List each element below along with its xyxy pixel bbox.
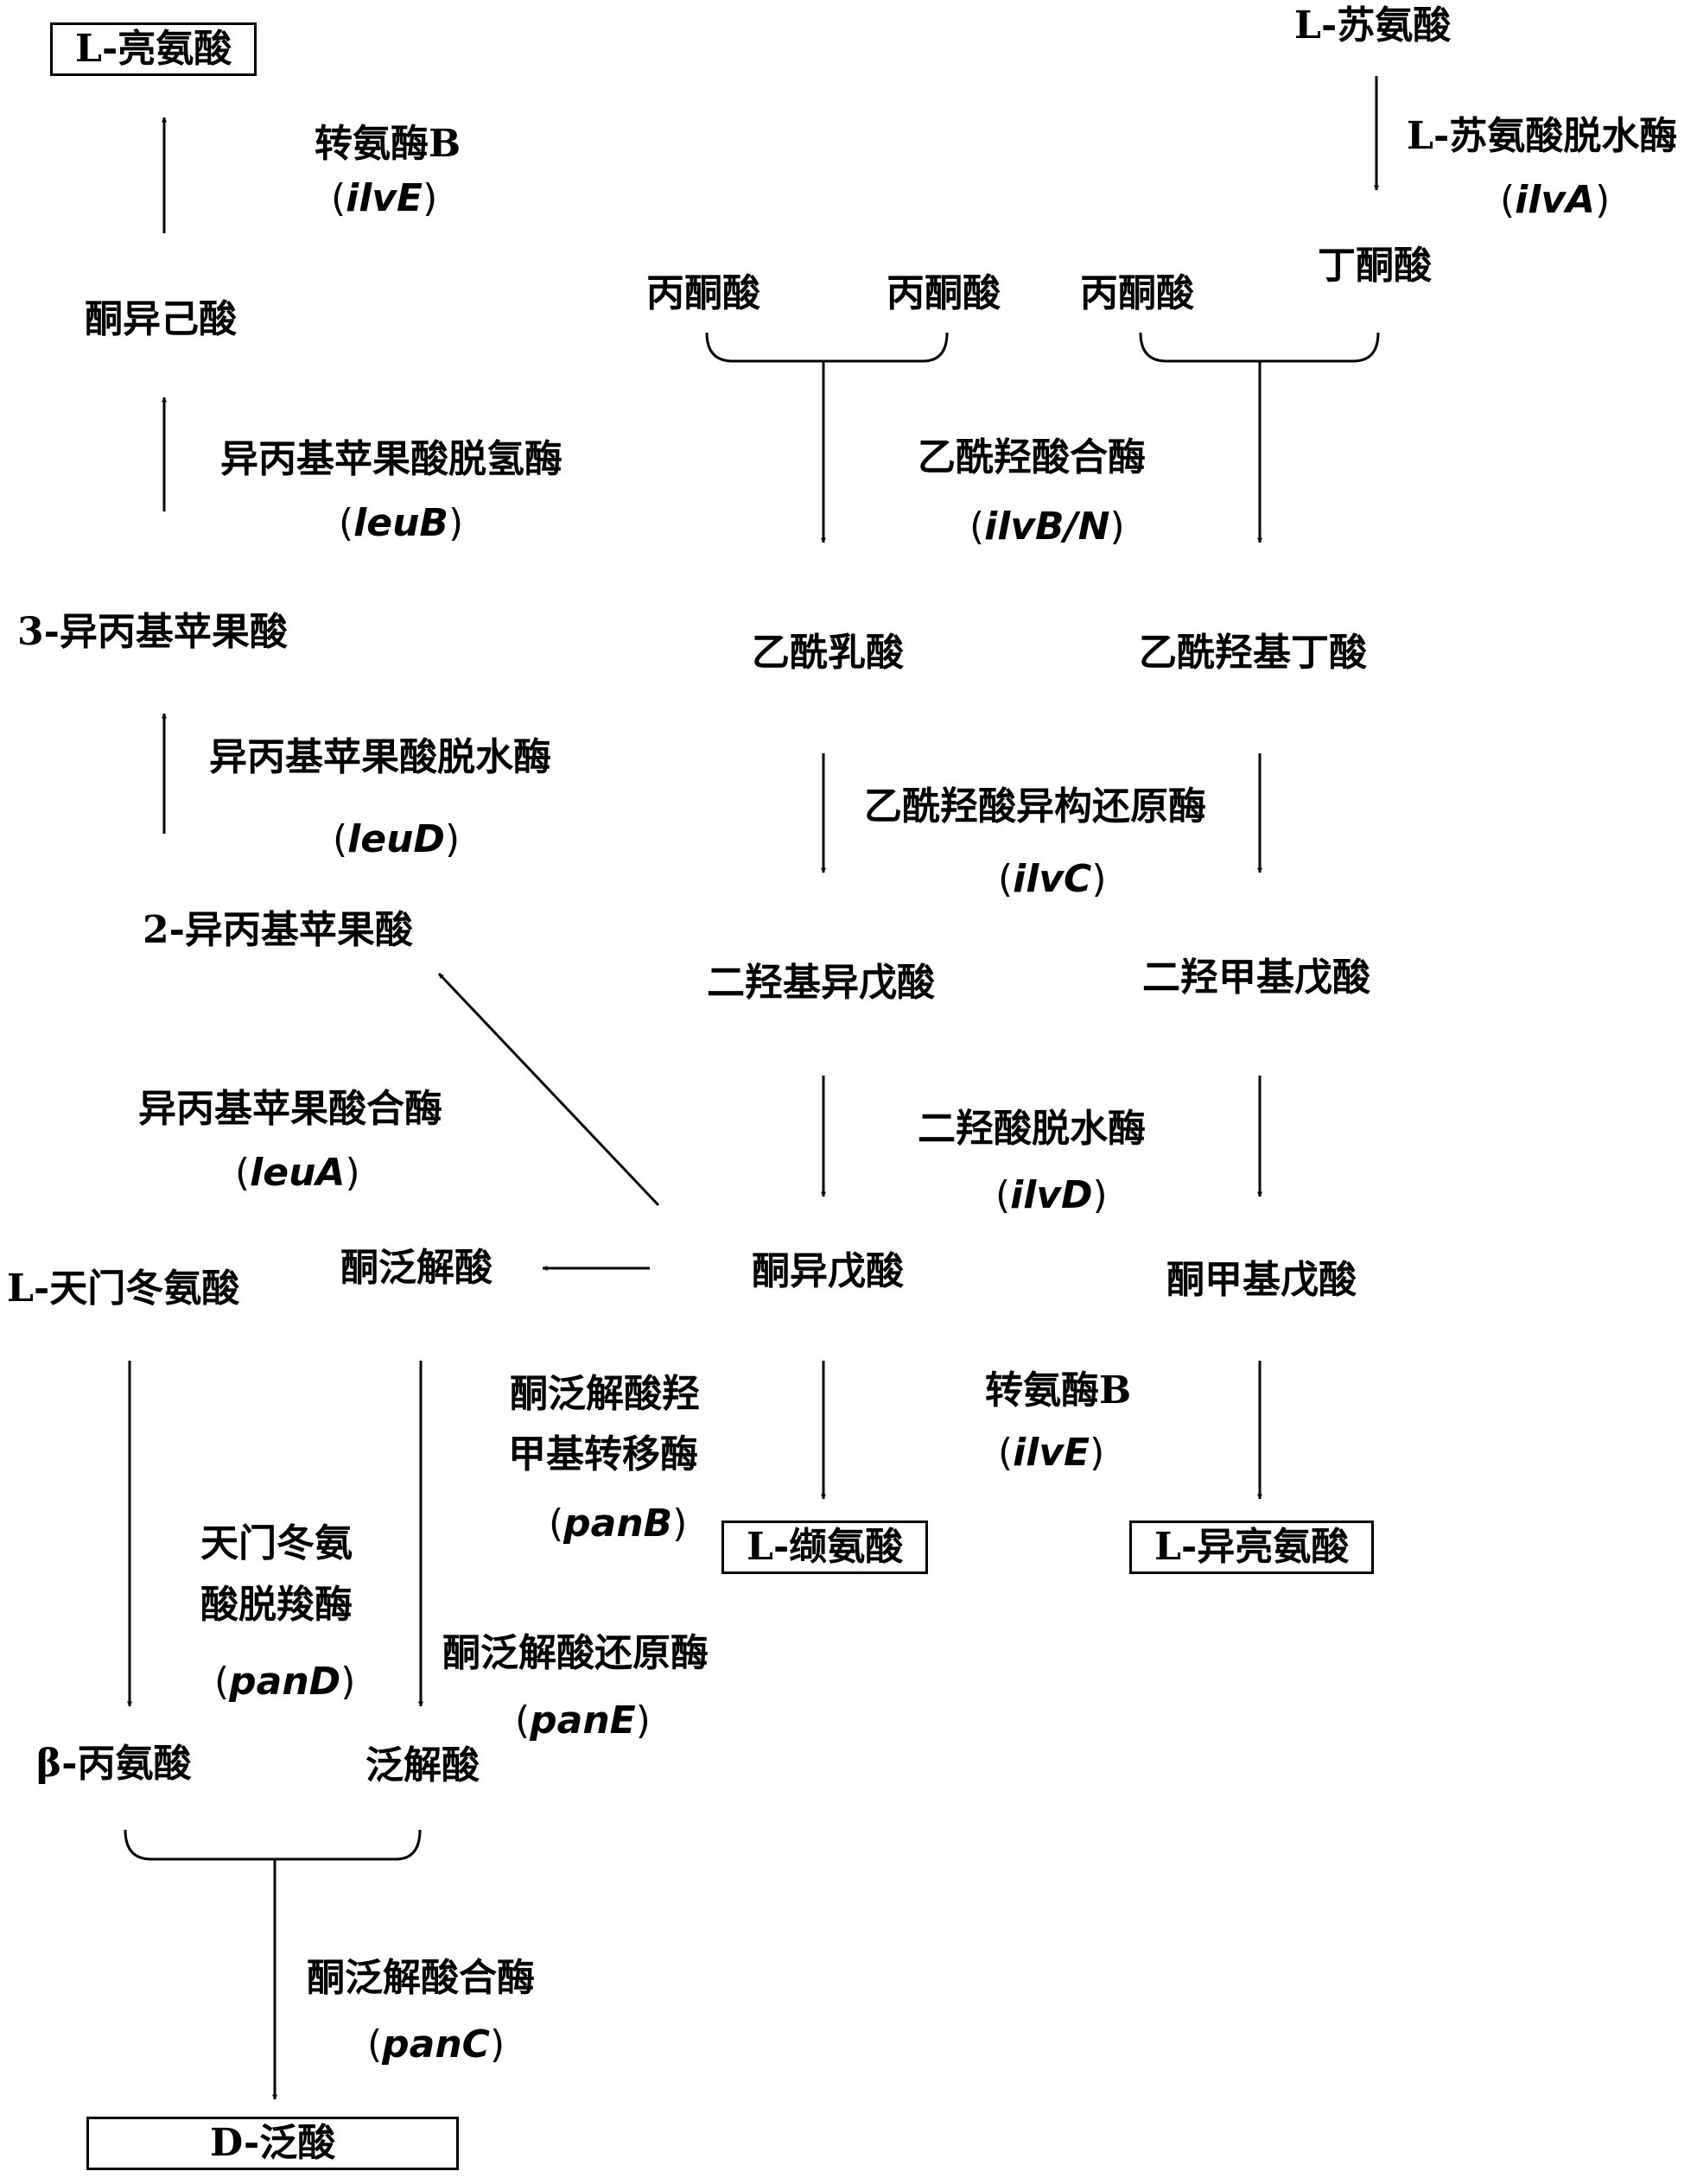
enzyme-aspartate-decarboxylase-line2: 酸脱羧酶	[200, 1583, 353, 1627]
gene-ilvbn: (ilvB/N)	[969, 505, 1125, 549]
gene-pand: (panD)	[214, 1660, 356, 1704]
node-dihydroxyisovalerate: 二羟基异戊酸	[707, 961, 935, 1005]
node-ketoisocaproate: 酮异己酸	[85, 297, 237, 341]
enzyme-ipm-dehydrogenase: 异丙基苹果酸脱氢酶	[220, 437, 562, 481]
enzyme-ipm-synthase: 异丙基苹果酸合酶	[138, 1087, 442, 1131]
enzyme-transaminase-b-top: 转氨酶B	[315, 122, 461, 166]
node-dihydroxymethylvalerate: 二羟甲基戊酸	[1142, 956, 1370, 1000]
gene-ilve-bottom: (ilvE)	[998, 1431, 1105, 1475]
enzyme-transaminase-b-bottom: 转氨酶B	[985, 1368, 1132, 1413]
enzyme-ketopantoate-hmt-line2: 甲基转移酶	[508, 1432, 698, 1476]
gene-leub: (leuB)	[339, 501, 464, 545]
enzyme-threonine-dehydratase: L-苏氨酸脱水酶	[1407, 114, 1678, 158]
node-pyruvate-2: 丙酮酸	[887, 271, 1001, 315]
gene-ilvc: (ilvC)	[998, 857, 1107, 901]
node-pantoate: 泛解酸	[365, 1743, 480, 1787]
node-l-aspartate: L-天门冬氨酸	[7, 1267, 240, 1311]
arrow-kiv-to-2ipm	[437, 972, 660, 1207]
node-acetolactate: 乙酰乳酸	[752, 631, 904, 675]
node-ketoisovalerate: 酮异戊酸	[752, 1249, 904, 1293]
gene-ilve-top: (ilvE)	[331, 176, 438, 220]
bracket-beta-alanine-pantoate	[124, 1829, 422, 1861]
node-beta-alanine: β-丙氨酸	[36, 1742, 192, 1786]
gene-pane: (panE)	[515, 1698, 651, 1743]
enzyme-ketopantoate-hmt-line1: 酮泛解酸羟	[510, 1372, 700, 1416]
enzyme-ketopantoate-synthase: 酮泛解酸合酶	[307, 1956, 535, 2000]
enzyme-ipm-dehydratase: 异丙基苹果酸脱水酶	[209, 735, 551, 779]
node-ketopantoate: 酮泛解酸	[340, 1246, 493, 1290]
node-l-isoleucine: L-异亮氨酸	[1129, 1521, 1375, 1574]
gene-leua: (leuA)	[235, 1151, 360, 1195]
bracket-pyruvates-center	[705, 332, 949, 363]
gene-panb: (panB)	[549, 1502, 688, 1546]
bracket-pyruvate-ketobutyrate	[1139, 332, 1380, 363]
enzyme-aspartate-decarboxylase-line1: 天门冬氨	[200, 1521, 353, 1565]
node-ketobutyrate: 丁酮酸	[1318, 244, 1432, 288]
node-3-isopropylmalate: 3-异丙基苹果酸	[17, 610, 288, 654]
enzyme-acetohydroxyacid-synthase: 乙酰羟酸合酶	[918, 435, 1146, 479]
node-l-leucine: L-亮氨酸	[50, 22, 257, 76]
node-acetohydroxybutyrate: 乙酰羟基丁酸	[1139, 631, 1367, 675]
gene-panc: (panC)	[367, 2022, 505, 2067]
gene-leud: (leuD)	[333, 817, 461, 861]
node-l-valine: L-缬氨酸	[721, 1521, 929, 1574]
enzyme-dihydroxyacid-dehydratase: 二羟酸脱水酶	[918, 1107, 1146, 1151]
node-pyruvate-3: 丙酮酸	[1080, 271, 1194, 315]
enzyme-ketopantoate-reductase: 酮泛解酸还原酶	[442, 1631, 709, 1675]
node-d-pantothenate: D-泛酸	[86, 2117, 460, 2170]
node-l-threonine: L-苏氨酸	[1294, 3, 1452, 48]
node-2-isopropylmalate: 2-异丙基苹果酸	[143, 908, 413, 952]
node-pyruvate-1: 丙酮酸	[646, 271, 760, 315]
node-ketomethylvalerate: 酮甲基戊酸	[1166, 1258, 1357, 1302]
gene-ilvd: (ilvD)	[995, 1173, 1108, 1217]
enzyme-acetohydroxyacid-isomeroreductase: 乙酰羟酸异构还原酶	[864, 784, 1206, 829]
gene-ilva: (ilvA)	[1500, 178, 1611, 222]
